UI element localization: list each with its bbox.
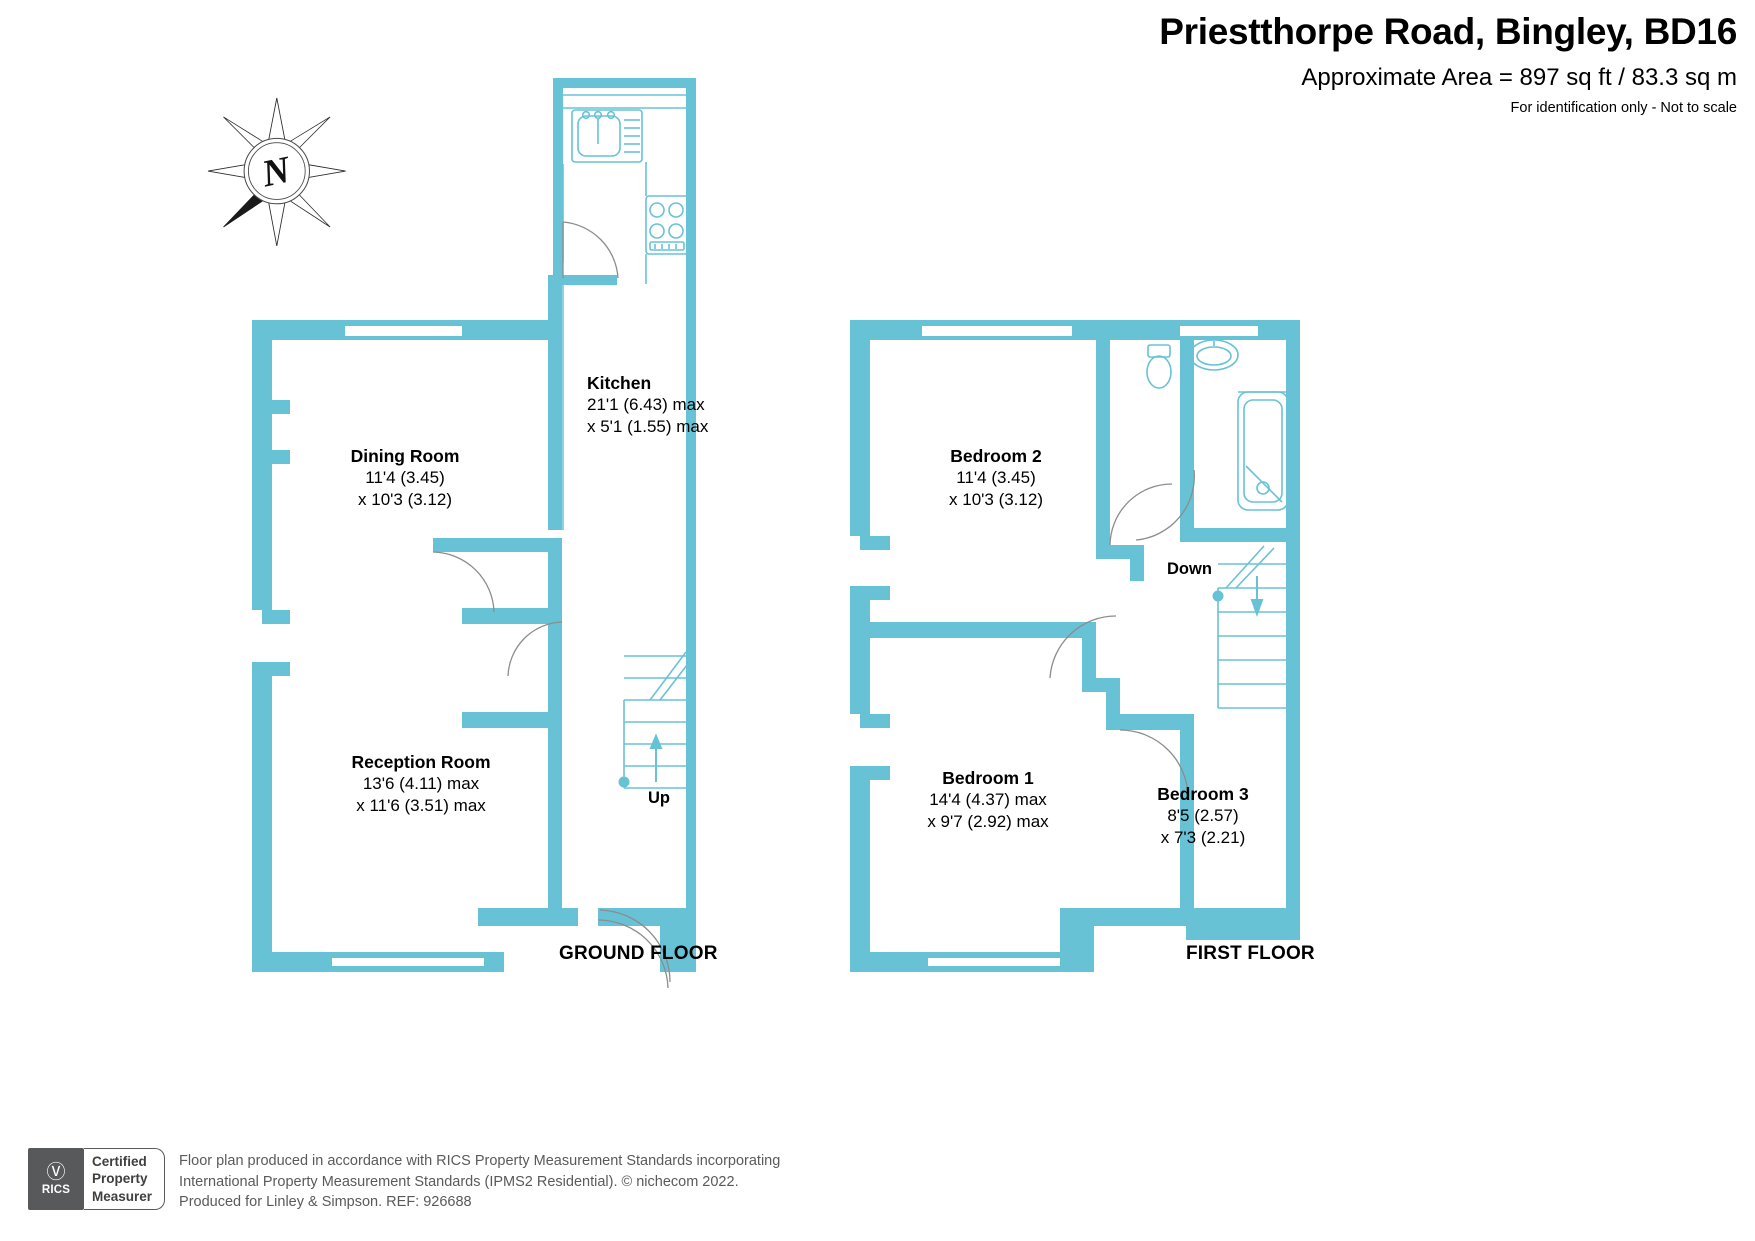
room-dimension-1: 13'6 (4.11) max <box>362 774 480 794</box>
rics-logo-icon: Ⓥ RICS <box>28 1148 84 1210</box>
page-title: Priestthorpe Road, Bingley, BD16 <box>1159 11 1737 52</box>
rics-emblem-icon: Ⓥ <box>46 1161 66 1183</box>
room-dimension-2: x 10'3 (3.12) <box>949 490 1043 510</box>
badge-line-3: Measurer <box>92 1188 153 1204</box>
header: Priestthorpe Road, Bingley, BD16 Approxi… <box>1159 11 1737 117</box>
room-dimension-2: x 9'7 (2.92) max <box>927 812 1049 832</box>
ground-floor-walls <box>252 78 696 972</box>
identification-note: For identification only - Not to scale <box>1510 100 1737 117</box>
room-label-reception-room: Reception Room 13'6 (4.11) max x 11'6 (3… <box>351 751 490 817</box>
room-label-bedroom-1: Bedroom 1 14'4 (4.37) max x 9'7 (2.92) m… <box>927 767 1048 833</box>
room-label-kitchen: Kitchen 21'1 (6.43) max x 5'1 (1.55) max <box>587 372 708 438</box>
rics-badge-text: Certified Property Measurer <box>84 1148 166 1210</box>
room-name: Kitchen <box>587 373 652 393</box>
room-dimension-1: 8'5 (2.57) <box>1167 806 1239 826</box>
room-dimension-2: x 5'1 (1.55) max <box>587 417 709 437</box>
room-dimension-1: 11'4 (3.45) <box>956 468 1036 488</box>
room-name: Bedroom 1 <box>942 768 1034 788</box>
floor-caption-ground: GROUND FLOOR <box>559 943 718 964</box>
approximate-area: Approximate Area = 897 sq ft / 83.3 sq m <box>1301 63 1737 91</box>
disclaimer-line-3: Produced for Linley & Simpson. REF: 9266… <box>179 1194 472 1211</box>
badge-line-1: Certified <box>92 1154 147 1170</box>
north-arrow-icon: N <box>207 97 347 247</box>
first-floor-door-swings <box>1049 469 1195 801</box>
badge-line-2: Property <box>92 1171 148 1187</box>
room-dimension-2: x 7'3 (2.21) <box>1160 828 1246 848</box>
first-floor-staircase <box>1212 545 1286 709</box>
first-floor-walls <box>850 320 1300 972</box>
room-label-bedroom-2: Bedroom 2 11'4 (3.45) x 10'3 (3.12) <box>949 445 1043 511</box>
rics-certified-badge: Ⓥ RICS Certified Property Measurer <box>28 1148 166 1210</box>
room-dimension-1: 21'1 (6.43) max <box>587 395 705 415</box>
room-dimension-2: x 11'6 (3.51) max <box>356 796 486 816</box>
stair-direction-up: Up <box>648 789 670 807</box>
room-dimension-1: 14'4 (4.37) max <box>929 790 1047 810</box>
floor-caption-first: FIRST FLOOR <box>1186 943 1315 964</box>
bathroom-fixtures-icon <box>1146 339 1289 511</box>
disclaimer-line-1: Floor plan produced in accordance with R… <box>179 1153 781 1169</box>
ground-floor-plan <box>252 78 696 989</box>
room-label-bedroom-3: Bedroom 3 8'5 (2.57) x 7'3 (2.21) <box>1157 783 1248 849</box>
ground-floor-staircase <box>618 651 695 789</box>
rics-wordmark: RICS <box>41 1183 71 1196</box>
room-name: Reception Room <box>351 752 491 772</box>
disclaimer-line-2: International Property Measurement Stand… <box>179 1173 739 1190</box>
footer: Ⓥ RICS Certified Property Measurer Floor… <box>28 1148 780 1213</box>
ground-floor-door-swings <box>432 221 671 989</box>
kitchen-fixtures-icon <box>562 94 689 284</box>
room-dimension-1: 11'4 (3.45) <box>365 468 445 488</box>
stair-direction-down: Down <box>1167 560 1212 578</box>
room-dimension-2: x 10'3 (3.12) <box>358 490 452 510</box>
room-name: Dining Room <box>350 446 460 466</box>
room-name: Bedroom 2 <box>950 446 1042 466</box>
disclaimer-text: Floor plan produced in accordance with R… <box>179 1148 780 1213</box>
first-floor-plan <box>850 320 1300 972</box>
room-name: Bedroom 3 <box>1157 784 1249 804</box>
room-label-dining-room: Dining Room 11'4 (3.45) x 10'3 (3.12) <box>351 445 460 511</box>
